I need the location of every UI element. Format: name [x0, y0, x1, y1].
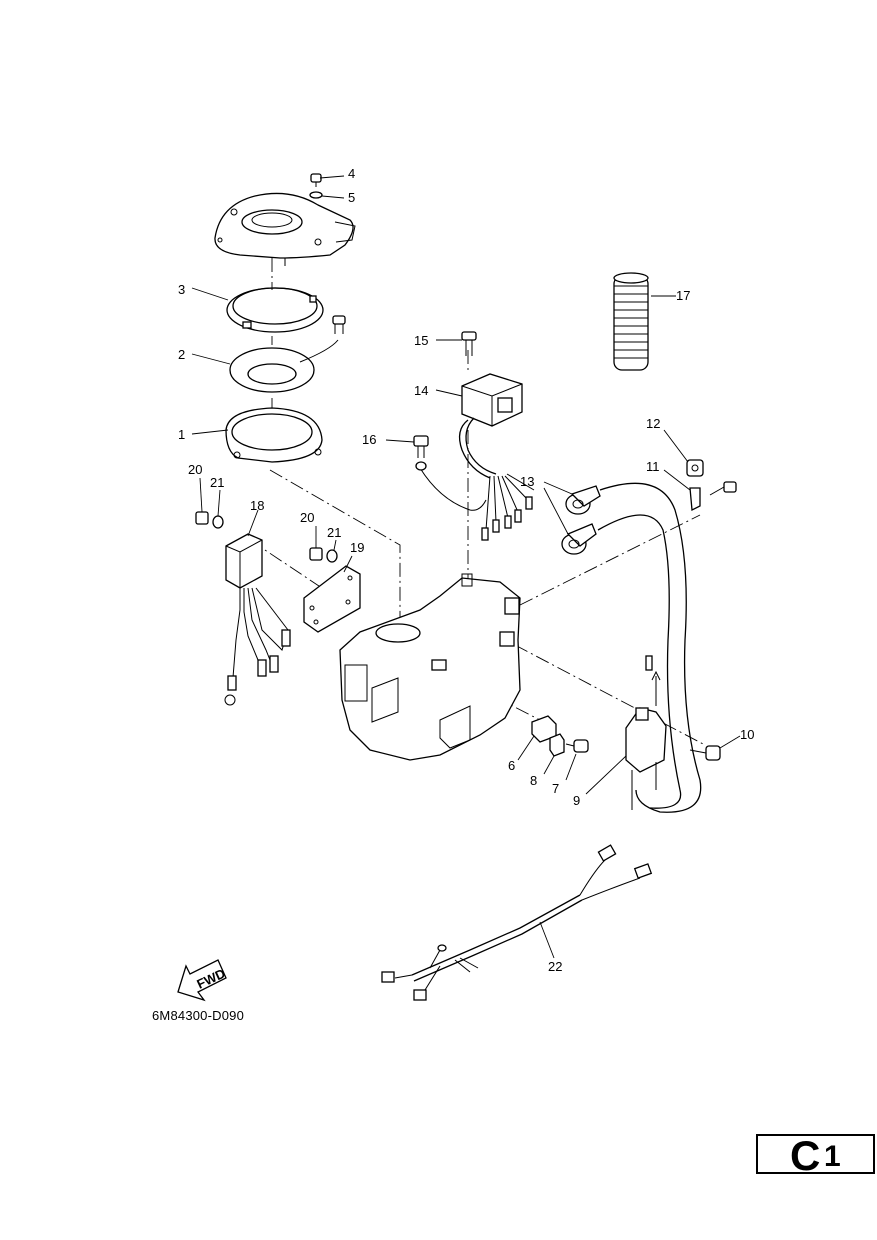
callout-7: 7	[552, 781, 559, 796]
bolt-7	[565, 739, 589, 753]
callout-3: 3	[178, 282, 185, 297]
callout-17: 17	[676, 288, 690, 303]
ring-3	[226, 287, 324, 333]
bolt-16	[413, 435, 429, 471]
callout-21a: 21	[210, 475, 224, 490]
callouts: 4 5 3 2 1 20 21 18 20 21 19 15 14 16 13 …	[178, 166, 754, 974]
callout-20b: 20	[300, 510, 314, 525]
cdi-wires	[419, 467, 535, 541]
callout-6: 6	[508, 758, 515, 773]
callout-10: 10	[740, 727, 754, 742]
bolt-10	[689, 745, 721, 761]
washer-21a	[212, 515, 224, 529]
callout-18: 18	[250, 498, 264, 513]
fwd-arrow-icon: FWD	[177, 959, 228, 1002]
plate-1	[225, 407, 323, 463]
callout-14: 14	[414, 383, 428, 398]
washer-5	[309, 191, 323, 199]
screw-4	[310, 173, 322, 187]
callout-21b: 21	[327, 525, 341, 540]
high-tension-cords	[597, 482, 702, 813]
section-number: 1	[824, 1140, 841, 1173]
plug-cap-13a	[565, 485, 601, 515]
cdi-unit-14	[458, 373, 523, 479]
callout-22: 22	[548, 959, 562, 974]
pin	[332, 315, 346, 334]
callout-16: 16	[362, 432, 376, 447]
callout-11: 11	[646, 459, 660, 474]
grommet-8	[549, 733, 565, 757]
callout-20a: 20	[188, 462, 202, 477]
bolt-20b	[309, 547, 323, 561]
section-letter: C	[790, 1132, 821, 1179]
callout-5: 5	[348, 190, 355, 205]
base-plate	[214, 192, 356, 266]
rubber-sleeve-17	[613, 272, 649, 371]
callout-2: 2	[178, 347, 185, 362]
callout-4: 4	[348, 166, 355, 181]
leader-lines	[191, 175, 741, 959]
ignition-coil-9	[625, 655, 667, 810]
bolt-15	[461, 331, 477, 356]
wire-harness-22	[381, 844, 653, 1001]
callout-1: 1	[178, 427, 185, 442]
rectifier-18	[224, 533, 291, 706]
clamp-12	[686, 459, 704, 477]
diagram-reference-code: 6M84300-D090	[152, 1008, 245, 1023]
section-indicator: C 1	[756, 1132, 875, 1179]
callout-8: 8	[530, 773, 537, 788]
callout-19: 19	[350, 540, 364, 555]
bracket-11	[689, 487, 701, 512]
screw-11	[709, 481, 737, 496]
engine-block	[339, 573, 521, 761]
washer-21b	[326, 549, 338, 563]
callout-15: 15	[414, 333, 428, 348]
callout-9: 9	[573, 793, 580, 808]
plug-cap-13b	[561, 523, 597, 555]
callout-13: 13	[520, 474, 534, 489]
plate-2	[229, 339, 339, 393]
bolt-20a	[195, 511, 209, 525]
callout-12: 12	[646, 416, 660, 431]
plate-19	[303, 565, 361, 633]
